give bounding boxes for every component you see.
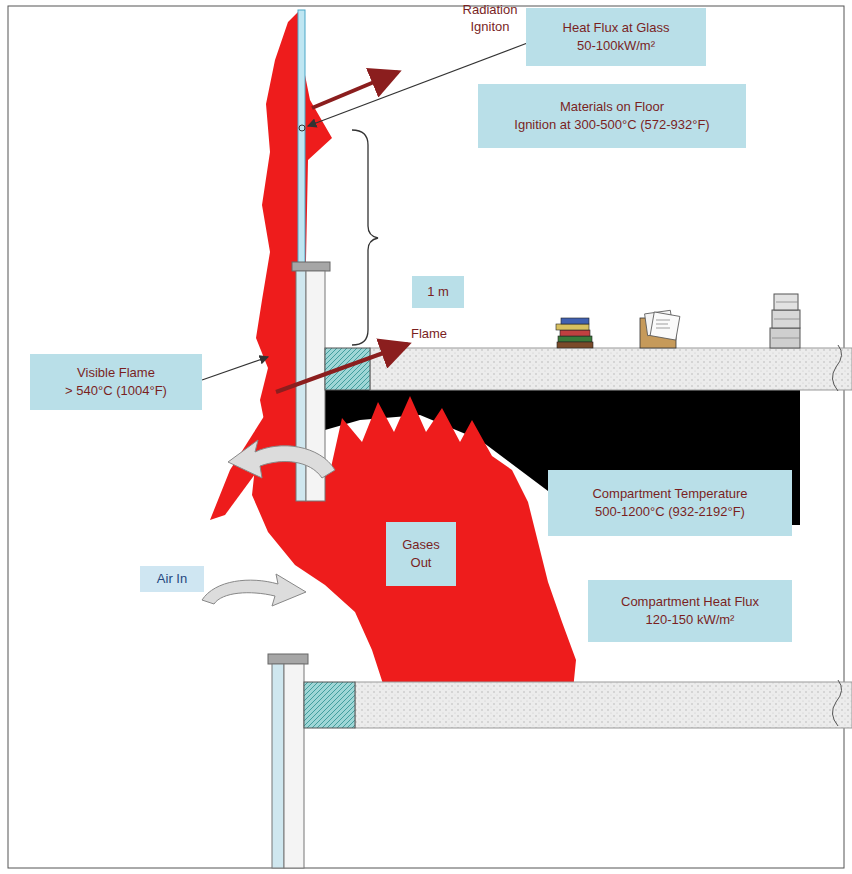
dimension-bracket [352,130,378,345]
frame [8,6,844,868]
box-value: 50-100kW/m² [577,37,655,55]
lower-panel [284,664,304,868]
box-heading: Visible Flame [77,364,155,382]
box-heading: Compartment Temperature [592,485,747,503]
box-heading: Gases Out [392,536,450,571]
annotation-label: Radiation Igniton [452,2,528,36]
air-in-arrow [202,574,306,606]
callout-box: Materials on FloorIgnition at 300-500°C … [478,84,746,148]
lower-sill [268,654,308,664]
flow-box: Gases Out [386,522,456,586]
box-heading: Compartment Heat Flux [621,593,759,611]
break-line [832,680,841,726]
books [556,318,593,348]
box-value: 500-1200°C (932-2192°F) [595,503,745,521]
box-value: 120-150 kW/m² [646,611,735,629]
annotation-label: Flame [404,326,454,343]
flow-box: Air In [140,566,204,592]
leader-line [202,357,268,380]
box-heading: 1 m [427,283,449,301]
radiation-arrow [312,72,398,108]
box-heading: Heat Flux at Glass [563,19,670,37]
slab-edge [325,348,370,390]
upper-glass [298,10,305,265]
upper-floor-slab [370,348,852,390]
box-heading: Materials on Floor [560,98,664,116]
measure-point [299,125,305,131]
callout-box: Compartment Heat Flux120-150 kW/m² [588,580,792,642]
box-value: > 540°C (1004°F) [65,382,167,400]
gases-out-arrow [228,440,335,478]
box-value: Ignition at 300-500°C (572-932°F) [514,116,709,134]
file-boxes [770,294,800,348]
callout-box: Heat Flux at Glass50-100kW/m² [526,8,706,66]
dimension-box: 1 m [412,276,464,308]
slab-edge [304,682,355,728]
callout-box: Visible Flame> 540°C (1004°F) [30,354,202,410]
papers [640,310,680,348]
flame-arrow [276,344,408,392]
window-sill [292,262,330,271]
break-line [832,345,841,391]
box-heading: Air In [157,570,187,588]
callout-box: Compartment Temperature500-1200°C (932-2… [548,470,792,536]
lower-floor-slab [355,682,852,728]
lower-glass [272,664,284,868]
